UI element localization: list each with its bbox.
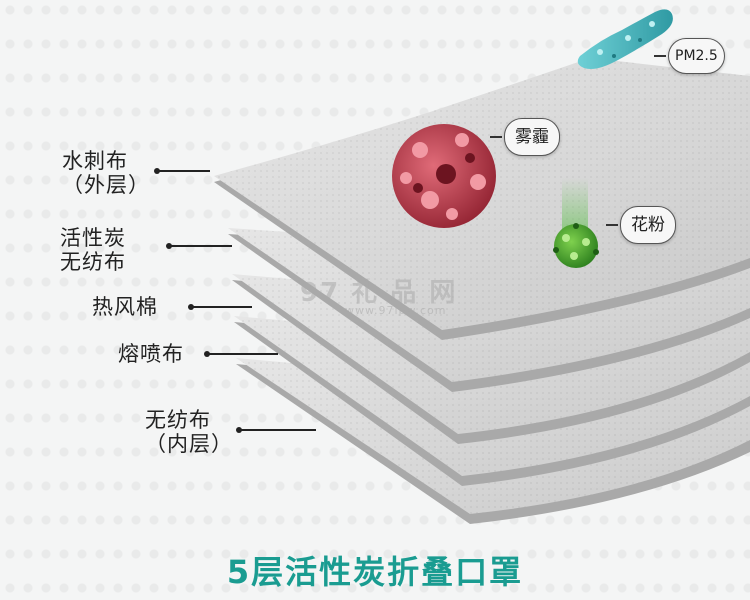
layer-label-4: 熔喷布	[118, 342, 184, 366]
pollen-leader	[606, 224, 618, 226]
haze-particle	[392, 124, 496, 228]
watermark-text: 97 礼 品 网	[300, 278, 458, 308]
layer-leader-3	[188, 304, 252, 310]
layer-label-2: 活性炭 无纺布	[60, 226, 126, 274]
layer-label-1: 水刺布 （外层）	[62, 149, 150, 197]
pm25-particle	[577, 9, 673, 69]
pm25-leader	[654, 55, 666, 57]
pollen-particle	[553, 178, 599, 268]
pm25-badge: PM2.5	[668, 38, 725, 74]
layer-label-5: 无纺布 （内层）	[145, 408, 233, 456]
watermark-url: www.97lpw.com	[345, 304, 447, 317]
pollen-badge: 花粉	[620, 206, 676, 244]
layer-leader-4	[204, 351, 278, 357]
layer-leader-1	[154, 168, 210, 174]
layer-leader-2	[166, 243, 232, 249]
haze-badge: 雾霾	[504, 118, 560, 156]
product-caption: 5层活性炭折叠口罩	[226, 553, 524, 591]
layer-label-3: 热风棉	[92, 295, 158, 319]
haze-leader	[490, 136, 502, 138]
layer-leader-5	[236, 427, 316, 433]
